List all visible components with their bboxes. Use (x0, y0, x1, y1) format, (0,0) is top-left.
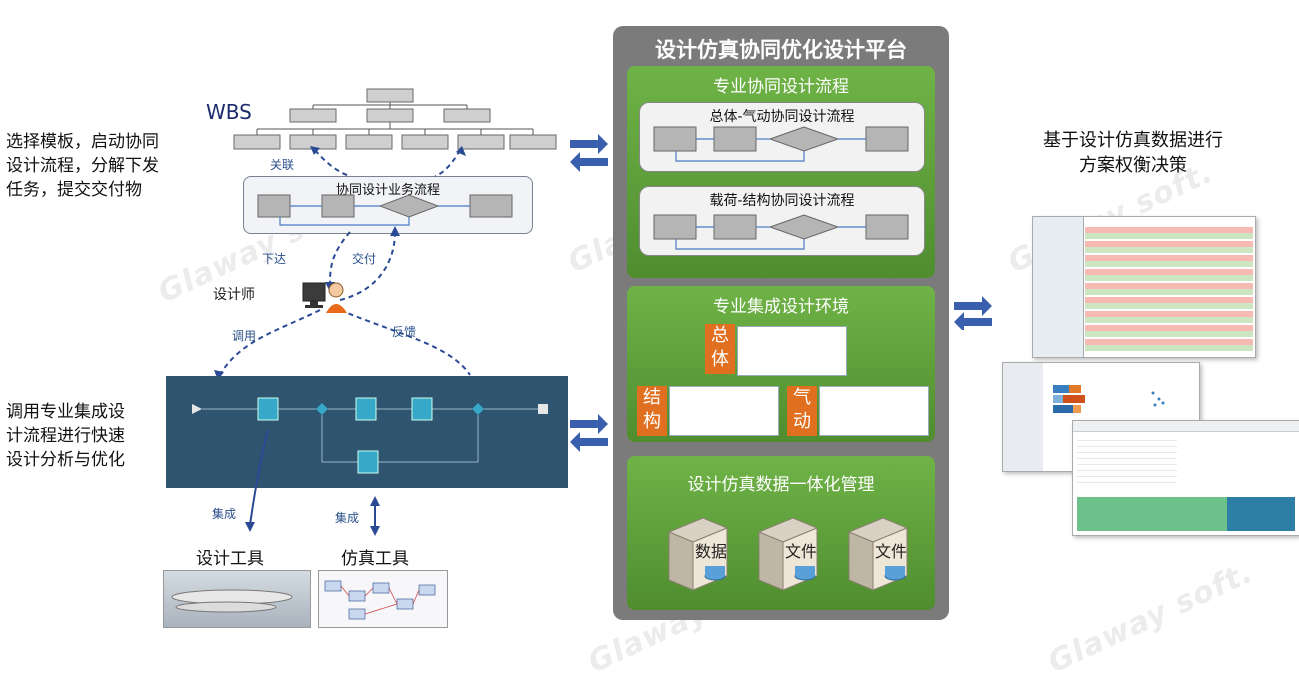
detail-blue-band (1227, 497, 1295, 531)
left-dashed-connectors (214, 146, 471, 380)
chart-graphics (1053, 385, 1165, 413)
server-data (663, 514, 733, 594)
decision-detail-screenshot (1072, 420, 1299, 536)
left-description-2-line: 计流程进行快速 (6, 426, 125, 446)
env-aero-char: 气 (793, 387, 811, 408)
flow-card-2: 载荷-结构协同设计流程 (639, 186, 925, 256)
integrated-workflow-diagram (192, 397, 548, 474)
env-structure-tag: 结 构 (637, 386, 667, 436)
server-icon (667, 517, 729, 591)
business-flow-box: 协同设计业务流程 (243, 176, 533, 234)
design-tool-image (163, 570, 311, 628)
env-overall-char: 总 (711, 325, 729, 346)
sim-tool-image (318, 570, 448, 628)
wbs-tree (233, 88, 557, 150)
env-aero-diagram (819, 386, 929, 436)
issue-label: 下达 (262, 252, 287, 266)
integration-env-panel: 专业集成设计环境 总 体 结 构 气 动 (627, 286, 935, 442)
integrated-workflow-panel (166, 376, 568, 488)
collab-flow-panel: 专业协同设计流程 总体-气动协同设计流程 载荷-结构协同设计流程 (627, 66, 935, 278)
server-icon (847, 517, 909, 591)
platform-title: 设计仿真协同优化设计平台 (655, 38, 907, 62)
left-description-1-line: 设计流程，分解下发 (6, 156, 159, 176)
flow-card-2-title: 载荷-结构协同设计流程 (709, 193, 855, 209)
env-aero-char: 动 (793, 411, 811, 432)
business-flow-diagram (257, 194, 513, 226)
env-overall-diagram (737, 326, 847, 376)
env-structure-diagram (669, 386, 779, 436)
relation-label: 关联 (270, 158, 295, 172)
data-management-panel-title: 设计仿真数据一体化管理 (687, 475, 875, 495)
right-description-line: 基于设计仿真数据进行 (1043, 130, 1223, 151)
table-sidebar (1033, 217, 1084, 357)
sim-tool-label: 仿真工具 (341, 549, 409, 569)
designer-label: 设计师 (213, 287, 255, 303)
feedback-label: 反馈 (392, 325, 417, 339)
deliver-label: 交付 (352, 252, 377, 266)
right-description-line: 方案权衡决策 (1079, 155, 1187, 176)
left-description-2: 调用专业集成设 计流程进行快速 设计分析与优化 (6, 400, 176, 472)
left-description-2-line: 设计分析与优化 (6, 450, 125, 470)
integration-env-panel-title: 专业集成设计环境 (713, 297, 849, 317)
sim-diagram-icon (324, 580, 436, 620)
flow-card-1: 总体-气动协同设计流程 (639, 102, 925, 172)
flow-card-1-title: 总体-气动协同设计流程 (709, 109, 855, 125)
server-data-label: 数据 (695, 542, 728, 561)
server-file-2 (843, 514, 913, 594)
table-grid (1085, 227, 1253, 353)
env-overall-tag: 总 体 (705, 324, 735, 374)
flow-card-1-diagram (653, 126, 909, 162)
left-description-2-line: 调用专业集成设 (6, 402, 125, 422)
call-label: 调用 (232, 329, 257, 343)
right-description: 基于设计仿真数据进行 方案权衡决策 (1008, 128, 1258, 178)
left-description-1-line: 任务，提交交付物 (6, 180, 142, 200)
data-management-panel: 设计仿真数据一体化管理 数据 文件 (627, 456, 935, 610)
exchange-arrows-left (570, 134, 608, 452)
design-tool-label: 设计工具 (196, 549, 264, 569)
platform: 设计仿真协同优化设计平台 专业协同设计流程 总体-气动协同设计流程 载荷-结构协… (613, 26, 949, 620)
env-aero-tag: 气 动 (787, 386, 817, 436)
flow-card-2-diagram (653, 214, 909, 250)
designer-icon (302, 282, 347, 313)
env-structure-char: 结 (643, 387, 661, 408)
integrate-arrows (245, 429, 380, 536)
integrate-label-2: 集成 (335, 511, 360, 525)
rocket-icon (171, 589, 293, 613)
env-structure-char: 构 (643, 411, 661, 432)
decision-table-screenshot (1032, 216, 1256, 358)
env-overall-char: 体 (711, 349, 729, 370)
left-description-1-line: 选择模板，启动协同 (6, 132, 159, 152)
integrate-label-1: 集成 (212, 507, 237, 521)
server-icon (757, 517, 819, 591)
server-file-1 (753, 514, 823, 594)
business-flow-title: 协同设计业务流程 (335, 183, 440, 198)
collab-flow-panel-title: 专业协同设计流程 (713, 77, 849, 97)
left-description-1: 选择模板，启动协同 设计流程，分解下发 任务，提交交付物 (6, 130, 206, 202)
detail-list (1077, 435, 1177, 487)
watermark: Glaway soft. (1042, 554, 1259, 680)
server-file-2-label: 文件 (875, 542, 908, 561)
server-file-1-label: 文件 (785, 542, 818, 561)
detail-green-band (1077, 497, 1227, 531)
wbs-label: WBS (206, 100, 252, 124)
exchange-arrows-right (954, 296, 992, 330)
chart-sidebar (1003, 363, 1043, 471)
detail-header (1073, 421, 1299, 432)
